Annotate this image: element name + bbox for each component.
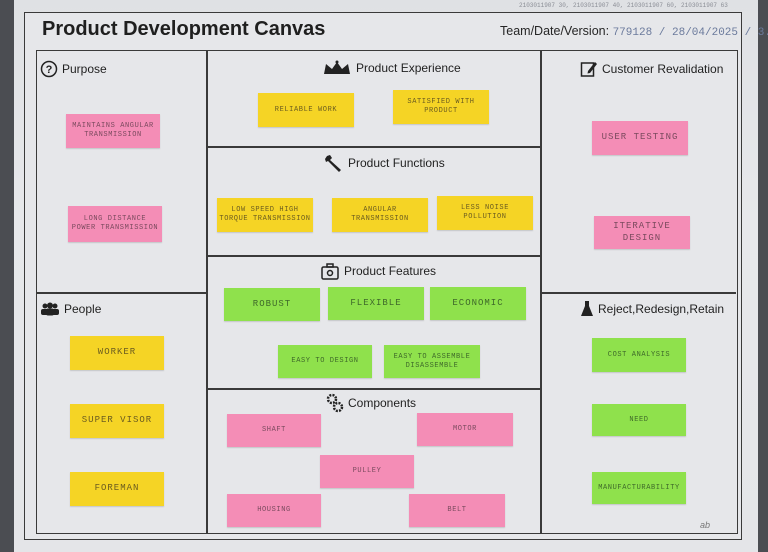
sticky-note: Pulley: [320, 455, 414, 488]
section-components-label: Components: [348, 396, 417, 410]
section-functions-label: Product Functions: [348, 156, 445, 170]
section-people-label: People: [64, 302, 102, 316]
svg-text:?: ?: [46, 64, 53, 76]
gears-icon: [326, 393, 344, 413]
grid-divider: [206, 255, 540, 257]
sticky-note: Long distance power transmission: [68, 206, 162, 242]
wrench-icon: [324, 153, 344, 173]
people-icon: [40, 302, 60, 316]
sticky-note: Flexible: [328, 287, 424, 320]
team-label: Team/Date/Version:: [500, 24, 610, 38]
sticky-note: Worker: [70, 336, 164, 370]
page-title: Product Development Canvas: [42, 18, 326, 40]
sticky-note: Manufacturability: [592, 472, 686, 504]
team-values: 779128 / 28/04/2025 / 3.0: [612, 27, 768, 39]
sticky-note: User testing: [592, 121, 688, 155]
section-reject-label: Reject,Redesign,Retain: [598, 302, 725, 316]
sticky-note: Need: [592, 404, 686, 436]
crown-icon: [322, 60, 352, 76]
section-people: People: [40, 302, 101, 316]
section-purpose: ? Purpose: [40, 60, 107, 78]
sticky-note: Easy to design: [278, 345, 372, 378]
grid-divider: [540, 50, 542, 534]
section-experience-label: Product Experience: [356, 61, 461, 75]
section-experience: Product Experience: [322, 60, 461, 76]
sticky-note: Iterative design: [594, 216, 690, 249]
sticky-note: Satisfied with product: [393, 90, 489, 124]
signature: ab: [700, 520, 711, 530]
sticky-note: Super visor: [70, 404, 164, 438]
sticky-note: Belt: [409, 494, 505, 527]
toolbox-icon: [320, 262, 340, 280]
section-components: Components: [326, 393, 416, 413]
sticky-note: Shaft: [227, 414, 321, 447]
handwritten-roll-numbers: 2103011907 30, 2103011907 40, 2103011907…: [519, 2, 728, 9]
section-functions: Product Functions: [324, 153, 445, 173]
sticky-note: Economic: [430, 287, 526, 320]
sticky-note: Angular transmission: [332, 198, 428, 232]
section-purpose-label: Purpose: [62, 62, 107, 76]
sticky-note: Easy to assemble disassemble: [384, 345, 480, 378]
sticky-note: Maintains angular transmission: [66, 114, 160, 148]
sticky-note: Cost analysis: [592, 338, 686, 372]
grid-divider: [36, 292, 206, 294]
sticky-note: Motor: [417, 413, 513, 446]
sticky-note: Robust: [224, 288, 320, 321]
section-revalidation-label: Customer Revalidation: [602, 62, 724, 76]
grid-divider: [206, 146, 540, 148]
sticky-note: Housing: [227, 494, 321, 527]
section-features: Product Features: [320, 262, 436, 280]
grid-divider: [206, 50, 208, 534]
canvas-border: [24, 12, 742, 540]
sticky-note: Reliable work: [258, 93, 354, 127]
sticky-note: Foreman: [70, 472, 164, 506]
question-icon: ?: [40, 60, 58, 78]
grid-divider: [206, 388, 540, 390]
section-reject: Reject,Redesign,Retain: [580, 300, 724, 318]
sticky-note: Less noise pollution: [437, 196, 533, 230]
section-features-label: Product Features: [344, 264, 437, 278]
team-date-version: Team/Date/Version: 779128 / 28/04/2025 /…: [500, 24, 768, 39]
sticky-note: Low speed high torque transmission: [217, 198, 313, 232]
flask-icon: [580, 300, 594, 318]
grid-divider: [541, 292, 736, 294]
section-revalidation: Customer Revalidation: [580, 60, 723, 78]
edit-icon: [580, 60, 598, 78]
